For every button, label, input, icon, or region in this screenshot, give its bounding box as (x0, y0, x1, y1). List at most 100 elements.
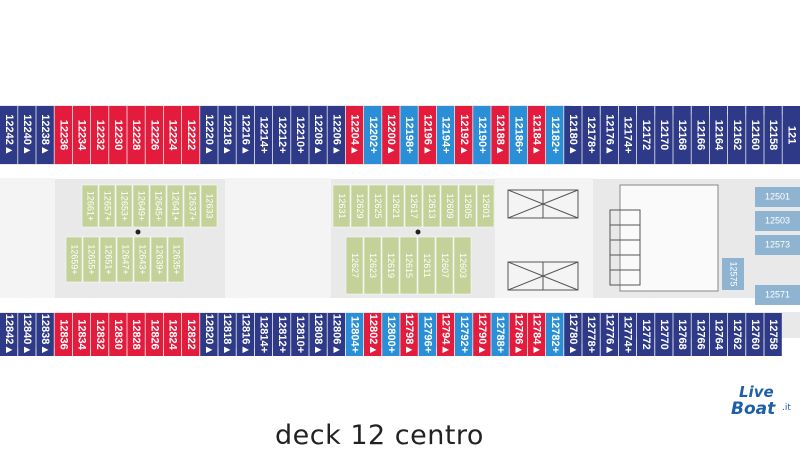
cabin[interactable]: 12174+ (618, 106, 637, 164)
cabin[interactable]: 12764 (709, 313, 728, 356)
inner-cabin[interactable]: 12649+ (132, 184, 150, 228)
cabin[interactable]: 12822 (182, 313, 200, 356)
cabin[interactable]: 12826 (145, 313, 163, 356)
inner-cabin[interactable]: 12631 (332, 184, 351, 228)
cabin[interactable]: 12180▲ (564, 106, 582, 164)
inner-cabin[interactable]: 12653+ (115, 184, 133, 228)
cabin[interactable]: 12190+ (473, 106, 491, 164)
cabin[interactable]: 12792+ (455, 313, 473, 356)
cabin[interactable]: 12794▲ (436, 313, 455, 356)
cabin[interactable]: 12226 (145, 106, 163, 164)
cabin[interactable]: 12762 (728, 313, 746, 356)
cabin[interactable]: 12760 (746, 313, 764, 356)
cabin[interactable]: 12194+ (436, 106, 455, 164)
inner-cabin[interactable]: 12601 (476, 184, 495, 228)
inner-cabin[interactable]: 12645+ (149, 184, 167, 228)
cabin[interactable]: 12790▲ (473, 313, 491, 356)
cabin[interactable]: 12786▲ (509, 313, 527, 356)
cabin[interactable]: 12186+ (509, 106, 527, 164)
cabin[interactable]: 12770 (655, 313, 673, 356)
inner-cabin[interactable]: 12639+ (150, 236, 168, 283)
cabin[interactable]: 12776▲ (600, 313, 618, 356)
inner-cabin[interactable]: 12637+ (183, 184, 201, 228)
cabin[interactable]: 12188▲ (491, 106, 509, 164)
cabin[interactable]: 12172 (637, 106, 655, 164)
cabin[interactable]: 12840▲ (18, 313, 36, 356)
cabin[interactable]: 12236 (54, 106, 72, 164)
inner-cabin[interactable]: 12603 (453, 236, 472, 295)
cabin[interactable]: 12800+ (382, 313, 400, 356)
cabin[interactable]: 12784▲ (527, 313, 546, 356)
inner-cabin[interactable]: 12615 (399, 236, 418, 295)
cabin[interactable]: 12224 (163, 106, 182, 164)
cabin[interactable]: 12796+ (418, 313, 436, 356)
cabin[interactable]: 121 (782, 106, 800, 164)
cabin[interactable]: 12780▲ (564, 313, 582, 356)
cabin[interactable]: 12806▲ (327, 313, 345, 356)
cabin[interactable]: 12168 (673, 106, 691, 164)
cabin[interactable]: 12830 (109, 313, 127, 356)
cabin[interactable]: 12208▲ (309, 106, 327, 164)
cabin[interactable]: 12824 (163, 313, 182, 356)
inner-cabin[interactable]: 12617 (404, 184, 423, 228)
inner-cabin[interactable]: 12571 (755, 285, 800, 305)
cabin[interactable]: 12766 (691, 313, 709, 356)
inner-cabin[interactable]: 12611 (417, 236, 436, 295)
cabin[interactable]: 12812+ (273, 313, 291, 356)
cabin[interactable]: 12170 (655, 106, 673, 164)
cabin[interactable]: 12774+ (618, 313, 637, 356)
cabin[interactable]: 12222 (182, 106, 200, 164)
cabin[interactable]: 12162 (728, 106, 746, 164)
cabin[interactable]: 12160 (746, 106, 764, 164)
inner-cabin[interactable]: 12503 (755, 211, 800, 231)
inner-cabin[interactable]: 12501 (755, 187, 800, 207)
inner-cabin[interactable]: 12633 (200, 184, 218, 228)
cabin[interactable]: 12820▲ (200, 313, 218, 356)
cabin[interactable]: 12214+ (254, 106, 273, 164)
inner-cabin[interactable]: 12635+ (167, 236, 185, 283)
cabin[interactable]: 12166 (691, 106, 709, 164)
cabin[interactable]: 12158 (764, 106, 782, 164)
cabin[interactable]: 12220▲ (200, 106, 218, 164)
inner-cabin[interactable]: 12613 (422, 184, 441, 228)
cabin[interactable]: 12176▲ (600, 106, 618, 164)
inner-cabin[interactable]: 12655+ (82, 236, 100, 283)
inner-cabin[interactable]: 12609 (440, 184, 459, 228)
inner-cabin[interactable]: 12641+ (166, 184, 184, 228)
inner-cabin[interactable]: 12643+ (133, 236, 151, 283)
cabin[interactable]: 12216▲ (236, 106, 254, 164)
cabin[interactable]: 12758 (764, 313, 782, 356)
inner-cabin[interactable]: 12573 (755, 235, 800, 255)
cabin[interactable]: 12804+ (345, 313, 364, 356)
cabin[interactable]: 12810+ (291, 313, 309, 356)
cabin[interactable]: 12192▲ (455, 106, 473, 164)
cabin[interactable]: 12232 (91, 106, 109, 164)
cabin[interactable]: 12184▲ (527, 106, 546, 164)
cabin[interactable]: 12808▲ (309, 313, 327, 356)
cabin[interactable]: 12178+ (582, 106, 600, 164)
cabin[interactable]: 12212+ (273, 106, 291, 164)
cabin[interactable]: 12202+ (364, 106, 382, 164)
cabin[interactable]: 12182+ (546, 106, 564, 164)
cabin[interactable]: 12218▲ (218, 106, 236, 164)
cabin[interactable]: 12204▲ (345, 106, 364, 164)
inner-cabin[interactable]: 12659+ (65, 236, 83, 283)
cabin[interactable]: 12834 (72, 313, 91, 356)
inner-cabin[interactable]: 12627 (345, 236, 364, 295)
inner-cabin[interactable]: 12647+ (116, 236, 134, 283)
cabin[interactable]: 12238▲ (36, 106, 54, 164)
cabin[interactable]: 12768 (673, 313, 691, 356)
cabin[interactable]: 12816▲ (236, 313, 254, 356)
cabin[interactable]: 12838▲ (36, 313, 54, 356)
cabin[interactable]: 12772 (637, 313, 655, 356)
inner-cabin[interactable]: 12623 (363, 236, 382, 295)
inner-cabin[interactable]: 12575 (722, 258, 744, 290)
cabin[interactable]: 12242▲ (0, 106, 18, 164)
cabin[interactable]: 12788+ (491, 313, 509, 356)
inner-cabin[interactable]: 12661+ (81, 184, 99, 228)
inner-cabin[interactable]: 12629 (350, 184, 369, 228)
cabin[interactable]: 12798▲ (400, 313, 418, 356)
inner-cabin[interactable]: 12651+ (99, 236, 117, 283)
cabin[interactable]: 12814+ (254, 313, 273, 356)
inner-cabin[interactable]: 12607 (435, 236, 454, 295)
